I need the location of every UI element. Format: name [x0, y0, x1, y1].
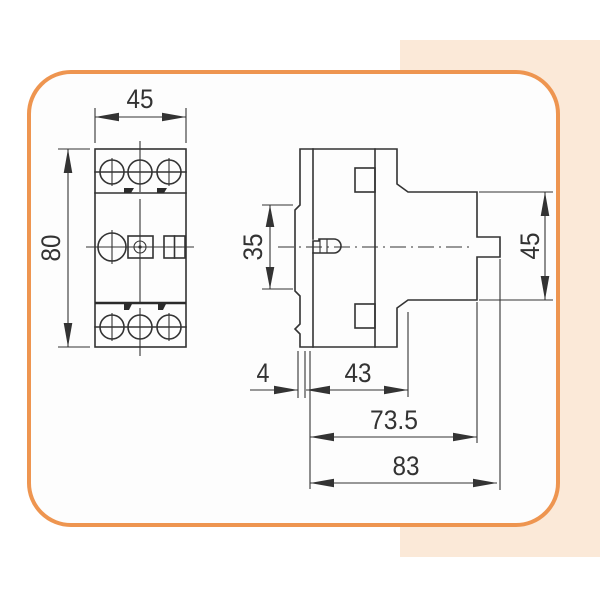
clip-mark — [157, 188, 167, 193]
dim-label-total-depth: 83 — [393, 451, 420, 481]
dim-front-width: 45 — [94, 84, 187, 143]
arrowhead — [310, 478, 334, 488]
dim-front-height: 80 — [36, 148, 90, 348]
dim-label-front-protrusion: 4 — [257, 358, 270, 388]
dim-side-rear-height: 45 — [479, 191, 553, 301]
arrowhead — [63, 149, 73, 173]
clip-mark — [158, 304, 166, 310]
dim-label-side-rear-height: 45 — [515, 233, 545, 260]
arrowhead — [310, 432, 334, 442]
side-view — [278, 148, 501, 348]
arrowhead — [306, 385, 330, 395]
shaft-tab — [312, 238, 342, 254]
arrowhead — [63, 323, 73, 347]
recess-notch — [354, 167, 376, 193]
dim-label-front-height: 80 — [36, 235, 66, 262]
arrowhead — [453, 432, 477, 442]
clip-mark — [124, 304, 132, 310]
recess-notch — [354, 303, 376, 329]
arrowhead — [95, 112, 119, 122]
arrowhead — [274, 385, 298, 395]
arrowhead — [473, 478, 497, 488]
arrowhead — [540, 276, 550, 300]
side-body-outline — [293, 148, 501, 348]
drawing-card — [27, 70, 560, 527]
terminal-circle — [127, 314, 153, 340]
arrowhead — [265, 267, 275, 289]
arrowhead — [162, 112, 186, 122]
front-view — [86, 141, 194, 356]
dim-label-front-width: 45 — [127, 84, 154, 114]
arrowhead — [540, 192, 550, 216]
clip-mark — [124, 188, 134, 193]
dim-label-mid-depth: 73.5 — [370, 405, 418, 435]
dim-label-body-depth: 43 — [345, 358, 372, 388]
arrowhead — [384, 385, 408, 395]
dim-side-recess-height: 35 — [238, 204, 293, 290]
dim-depths: 4 43 73.5 83 — [250, 259, 501, 490]
arrowhead — [265, 205, 275, 227]
dim-label-side-recess-height: 35 — [238, 234, 268, 261]
